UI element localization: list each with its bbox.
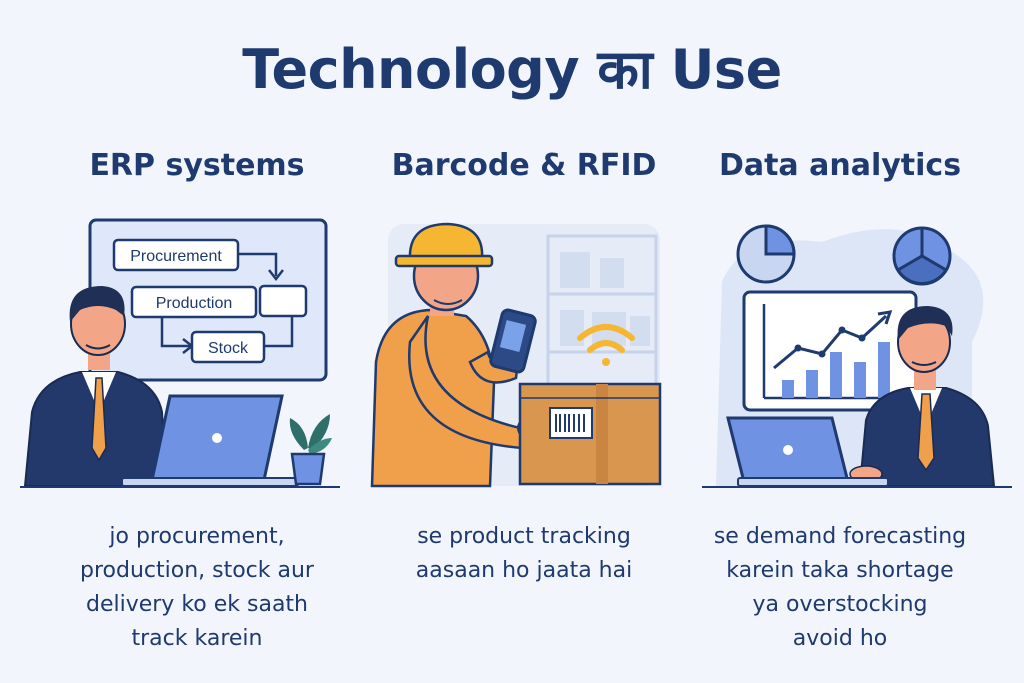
rfid-signal-icon <box>577 324 635 366</box>
caption-data-analytics: se demand forecasting karein taka shorta… <box>670 520 1010 656</box>
caption-erp-systems: jo procurement, production, stock aur de… <box>27 520 367 656</box>
stock-box <box>190 330 266 364</box>
barcode-label <box>549 407 593 439</box>
heading-erp-systems: ERP systems <box>89 148 305 183</box>
caption-line: jo procurement, <box>109 524 285 549</box>
laptop-icon <box>121 394 299 487</box>
caption-line: track karein <box>131 626 263 651</box>
barcode-rfid-illustration <box>370 222 662 488</box>
trend-line-icon <box>773 310 893 370</box>
pie-chart-icon <box>736 224 796 284</box>
blank-box <box>258 284 308 318</box>
heading-barcode-rfid: Barcode & RFID <box>391 148 657 183</box>
caption-line: delivery ko ek saath <box>85 592 308 617</box>
shelf-icon <box>546 234 658 478</box>
caption-barcode-rfid: se product tracking aasaan ho jaata hai <box>354 520 694 588</box>
caption-line: production, stock aur <box>80 558 314 583</box>
caption-line: se product tracking <box>417 524 631 549</box>
erp-illustration: Procurement Production Stock <box>20 218 340 488</box>
production-box <box>130 285 258 319</box>
heading-data-analytics: Data analytics <box>718 148 962 183</box>
analyst-figure <box>849 306 996 487</box>
plant-icon <box>289 414 332 486</box>
flow-arrow <box>238 252 278 276</box>
man-figure <box>23 286 168 487</box>
phone-scanner-icon <box>489 308 537 374</box>
data-analytics-illustration <box>702 224 1012 488</box>
pie-chart-icon <box>892 226 952 286</box>
stock-label: Stock <box>208 340 249 357</box>
caption-line: avoid ho <box>792 626 888 651</box>
page-title: Technology का Use <box>242 38 782 101</box>
caption-line: se demand forecasting <box>713 524 967 549</box>
caption-line: ya overstocking <box>752 592 928 617</box>
procurement-box <box>112 238 240 272</box>
caption-line: karein taka shortage <box>726 558 954 583</box>
bar-chart-icon <box>762 304 902 400</box>
procurement-label: Procurement <box>130 248 222 265</box>
production-label: Production <box>156 295 233 312</box>
caption-line: aasaan ho jaata hai <box>415 558 633 583</box>
